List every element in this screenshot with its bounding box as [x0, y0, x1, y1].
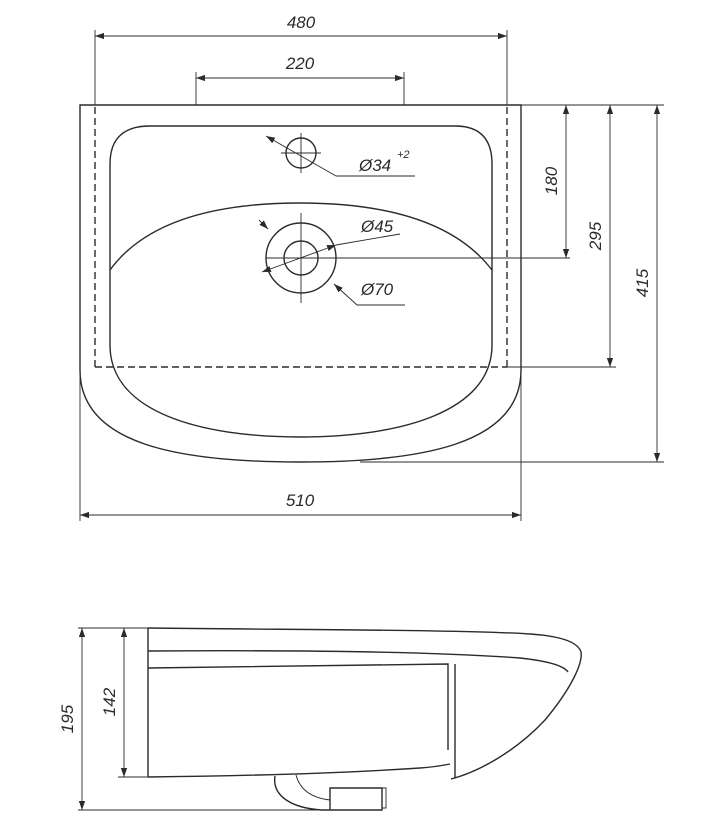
drain-outer-leader-2: [333, 283, 358, 306]
drain-outer-leader: [258, 219, 269, 230]
dim-480-label: 480: [287, 13, 316, 32]
tap-hole-leader: [265, 135, 337, 177]
bottom-line: [147, 763, 451, 778]
drain-inner-leader: [261, 244, 337, 273]
drain-outlet: [274, 775, 383, 811]
bowl-body: [147, 663, 449, 750]
dim-510-label: 510: [286, 491, 315, 510]
drain-outlet-inner: [295, 774, 387, 809]
side-view: 195 142: [58, 627, 582, 811]
tap-hole-tolerance-label: +2: [397, 149, 410, 161]
dim-195-label: 195: [58, 704, 77, 733]
top-view: Ø34 +2 Ø45 Ø70 480 220 510: [79, 13, 664, 521]
dim-415-label: 415: [633, 268, 652, 297]
dim-295-label: 295: [586, 221, 605, 251]
inner-bowl: [109, 125, 493, 438]
dim-142-label: 142: [100, 687, 119, 716]
bowl-curve: [109, 202, 493, 271]
drain-inner-diameter-label: Ø45: [360, 217, 394, 236]
dim-180-label: 180: [542, 166, 561, 195]
under-rim: [147, 650, 569, 673]
basin-outline: [79, 104, 522, 463]
top-rim: [147, 627, 582, 780]
drain-inner-leader-tail: [335, 233, 401, 246]
tap-hole-diameter-label: Ø34: [358, 156, 391, 175]
drain-outer-diameter-label: Ø70: [360, 280, 394, 299]
dim-220-label: 220: [285, 54, 315, 73]
